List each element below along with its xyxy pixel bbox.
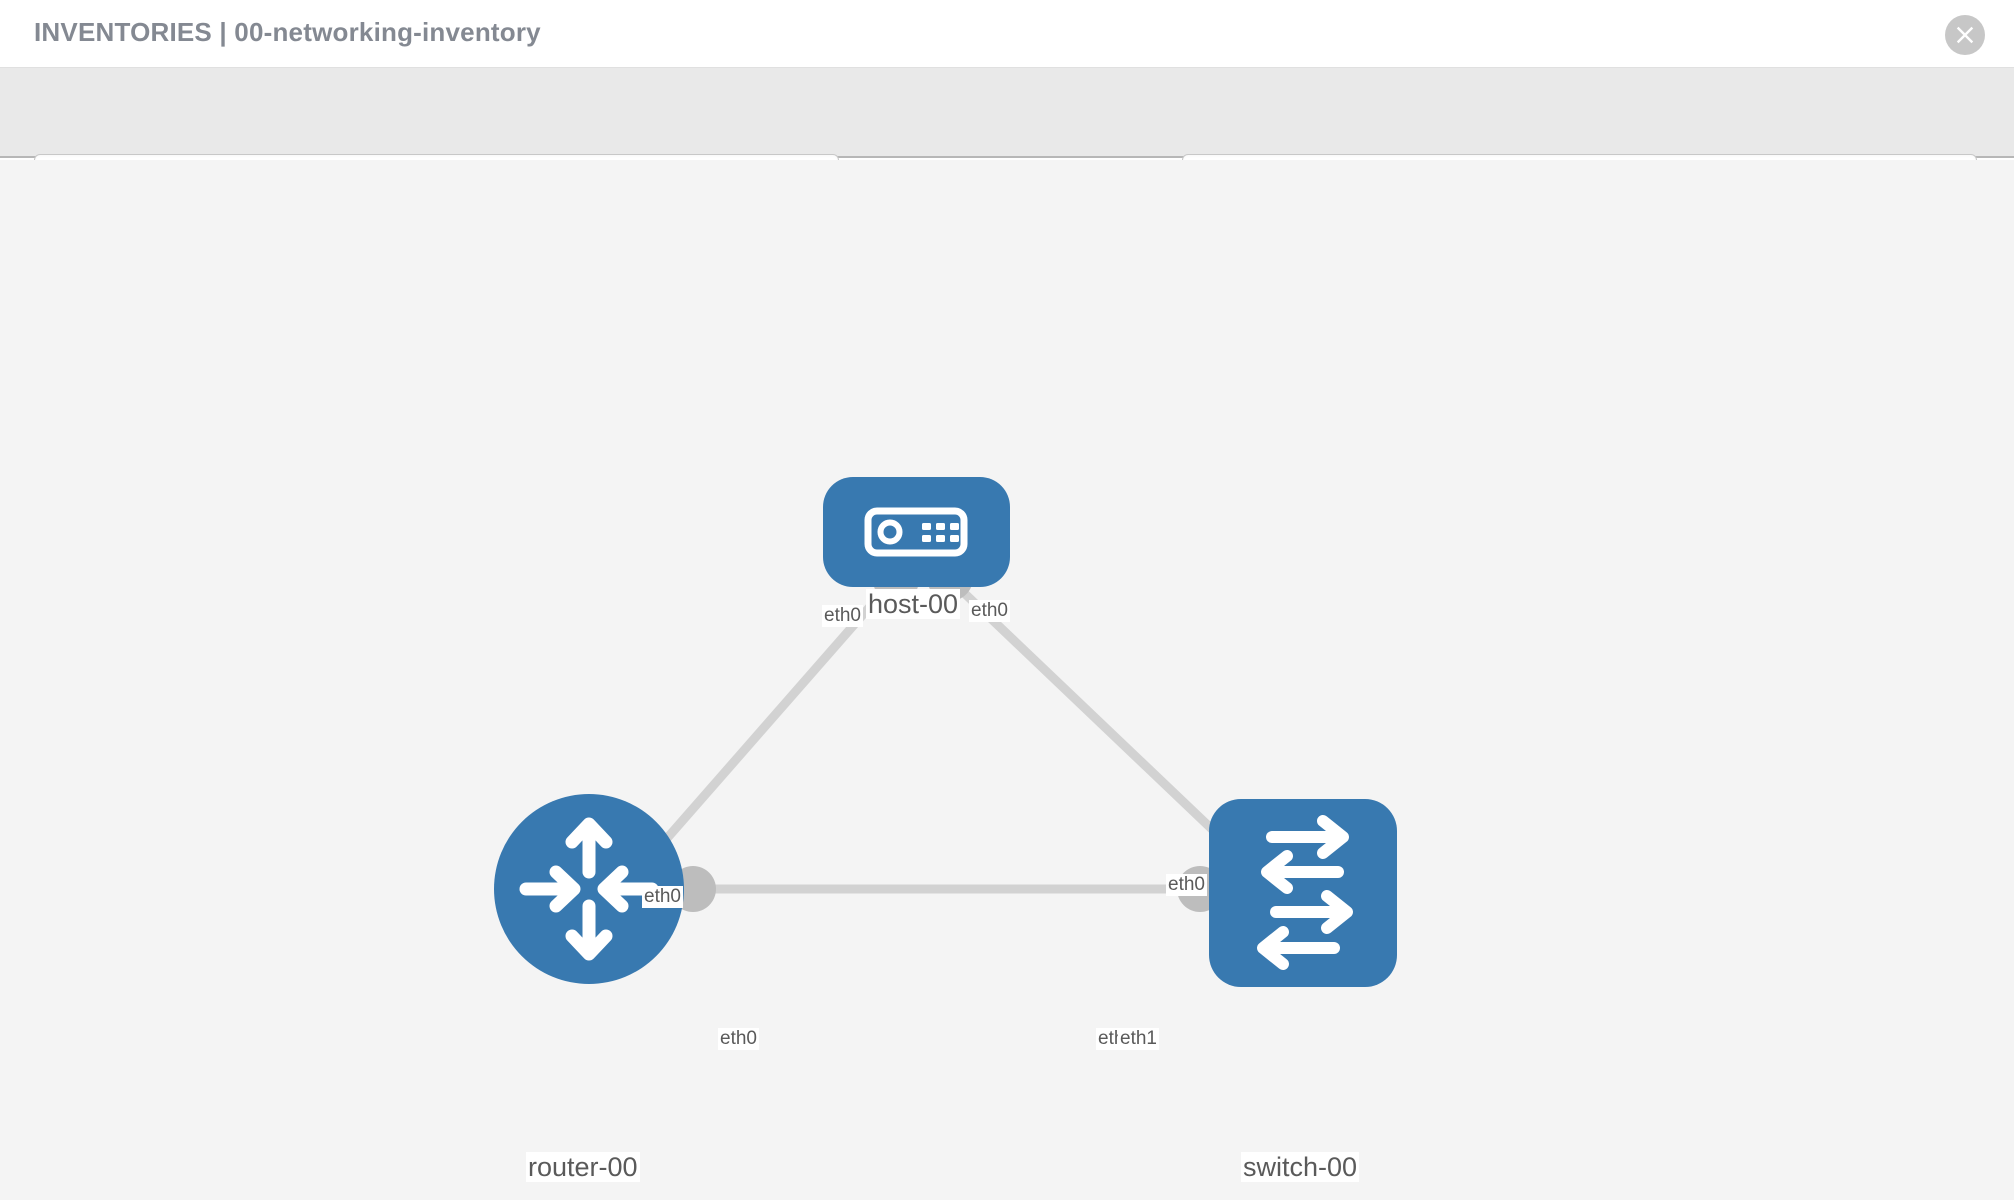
iface-label: eth0 [718,1028,759,1050]
page-title: INVENTORIES | 00-networking-inventory [34,17,541,47]
node-host-00[interactable] [823,477,1010,587]
iface-label: eth0 [1166,874,1207,896]
iface-label: eth0 [642,886,683,908]
node-label-switch-00: switch-00 [1241,1152,1360,1183]
iface-label: eth0 [969,600,1010,622]
close-icon[interactable] [1945,15,1985,55]
topology-canvas[interactable]: eth0 eth0 eth0 eth0 eth0 eth eth1 host-0… [0,160,2014,1200]
node-label-router-00: router-00 [526,1152,640,1183]
window-header: INVENTORIES | 00-networking-inventory [0,0,2014,68]
iface-label: eth1 [1118,1028,1159,1050]
link-router00-host00 [644,567,906,863]
node-switch-00[interactable] [1209,799,1397,987]
topology-graph [494,477,1397,987]
iface-label: eth0 [822,605,863,627]
node-router-00[interactable] [494,794,684,984]
node-label-host-00: host-00 [866,589,961,620]
topology-ports [670,555,1259,970]
toolbar: ACTIONS SEARCH [0,68,2014,208]
